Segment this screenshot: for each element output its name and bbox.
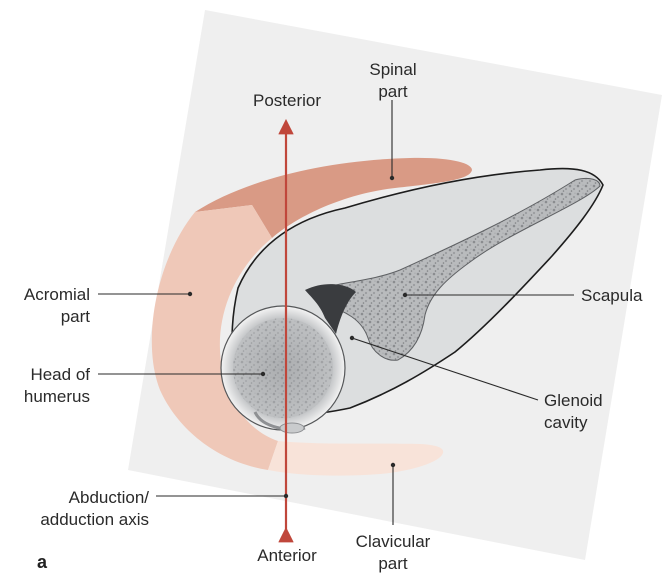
posterior-label: Posterior (247, 90, 327, 112)
acromial-part-label: Acromial part (0, 284, 90, 328)
head-of-humerus-label: Head of humerus (0, 364, 90, 408)
abduction-axis-label: Abduction/ adduction axis (0, 487, 149, 531)
spinal-part-label: Spinal part (358, 59, 428, 103)
clavicular-part-label: Clavicular part (343, 531, 443, 575)
glenoid-cavity-label: Glenoid cavity (544, 390, 603, 434)
anterior-label: Anterior (247, 545, 327, 567)
panel-letter: a (37, 552, 47, 573)
scapula-label: Scapula (581, 285, 642, 307)
